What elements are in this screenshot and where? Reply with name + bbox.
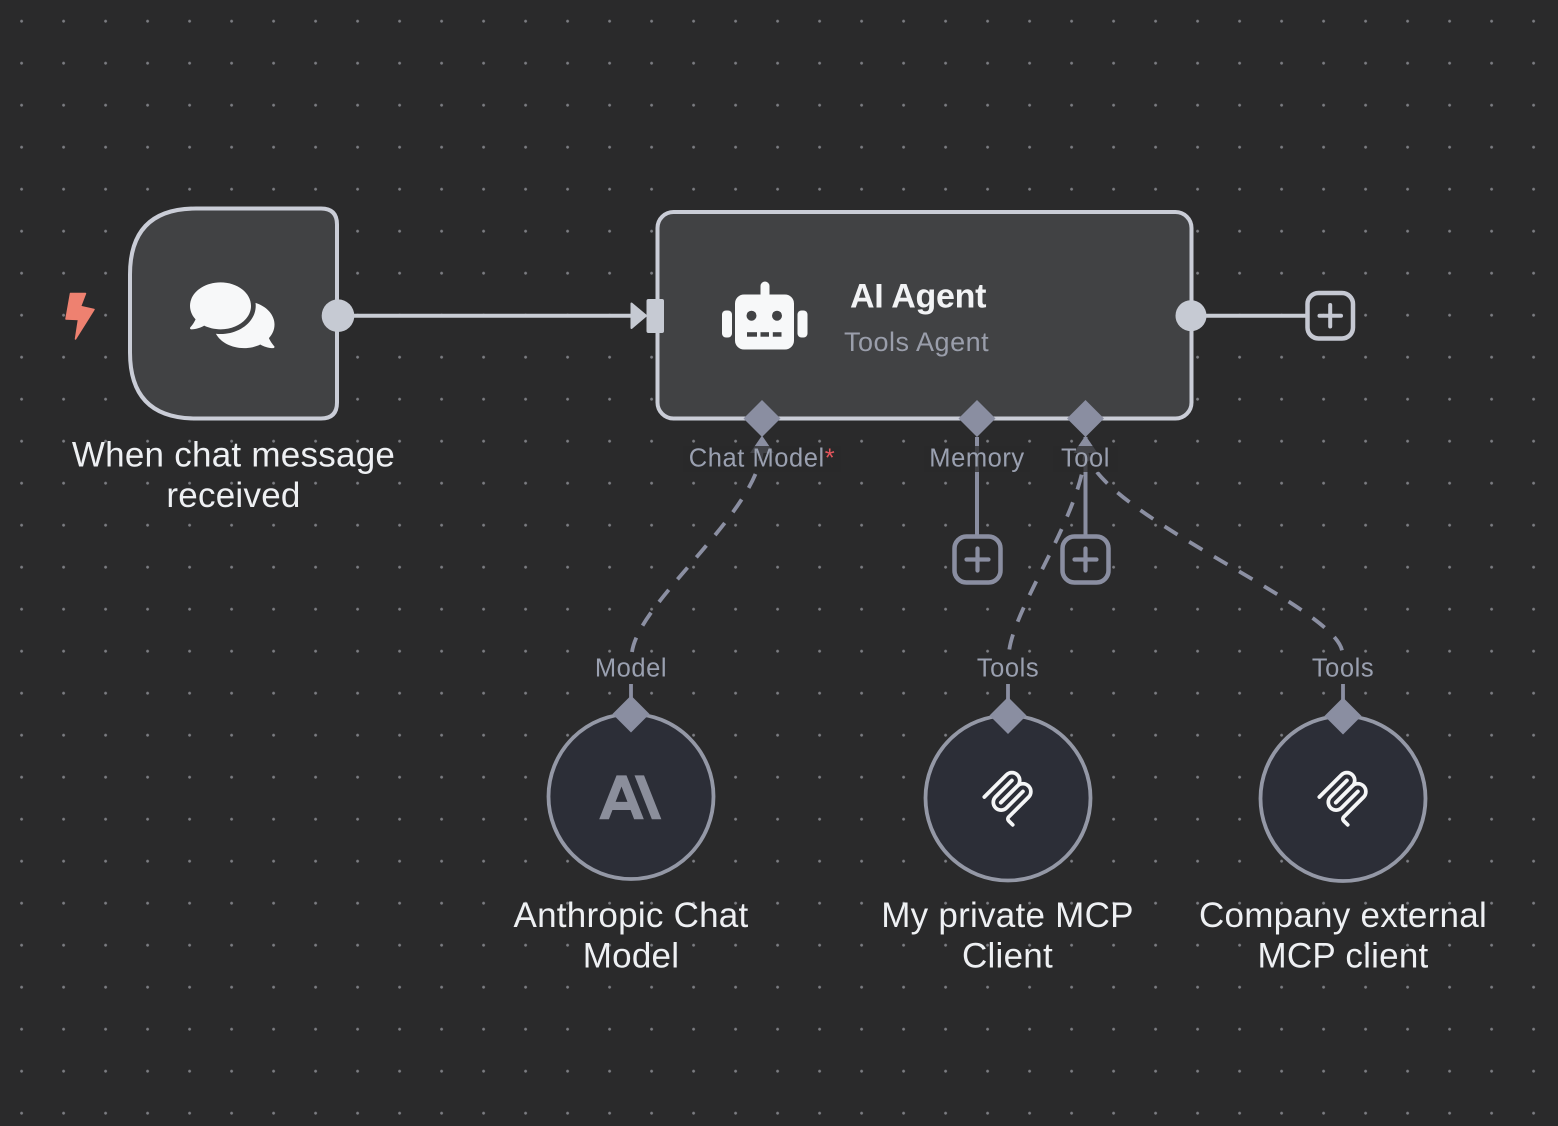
- svg-text:AI Agent: AI Agent: [850, 278, 986, 316]
- svg-text:Model: Model: [583, 937, 680, 976]
- svg-text:Tools: Tools: [1312, 655, 1374, 683]
- svg-text:Client: Client: [962, 937, 1053, 976]
- svg-text:When chat message: When chat message: [72, 436, 395, 475]
- svg-text:Chat Model*: Chat Model*: [689, 445, 835, 473]
- svg-text:Company external: Company external: [1199, 896, 1487, 935]
- svg-text:Tools Agent: Tools Agent: [844, 327, 989, 357]
- svg-text:received: received: [166, 476, 300, 515]
- svg-text:Anthropic Chat: Anthropic Chat: [513, 896, 748, 935]
- svg-text:Memory: Memory: [929, 445, 1024, 473]
- svg-text:Tool: Tool: [1061, 445, 1110, 473]
- svg-text:Tools: Tools: [977, 655, 1039, 683]
- svg-text:MCP client: MCP client: [1257, 937, 1428, 976]
- svg-text:Model: Model: [595, 655, 667, 683]
- svg-text:My private MCP: My private MCP: [881, 896, 1133, 935]
